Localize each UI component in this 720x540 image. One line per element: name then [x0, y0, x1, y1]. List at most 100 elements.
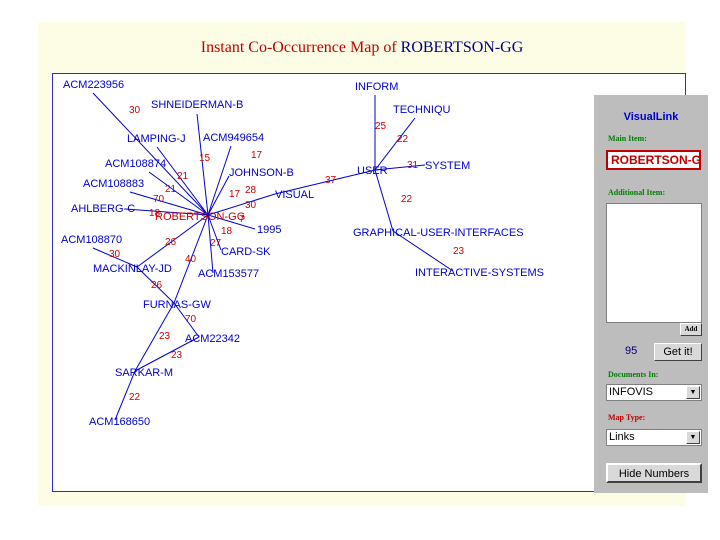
- documents-in-select[interactable]: INFOVIS ▼: [606, 384, 702, 401]
- title-prefix: Instant Co-Occurrence Map of: [200, 39, 401, 56]
- edge-line: [196, 113, 209, 216]
- edge-weight-label: 15: [199, 153, 211, 164]
- node-label[interactable]: SYSTEM: [425, 160, 470, 172]
- node-label[interactable]: ACM108870: [61, 234, 122, 246]
- node-label[interactable]: TECHNIQU: [393, 104, 451, 116]
- node-label[interactable]: GRAPHICAL-USER-INTERFACES: [353, 227, 524, 239]
- edge-weight-label: 28: [245, 185, 257, 196]
- edge-weight-label: 30: [129, 105, 141, 116]
- node-label[interactable]: USER: [357, 165, 388, 177]
- edge-weight-label: 23: [171, 350, 183, 361]
- node-label[interactable]: ACM949654: [203, 132, 264, 144]
- edge-line: [136, 266, 175, 304]
- edge-line: [173, 302, 200, 338]
- edge-weight-label: 30: [109, 249, 121, 260]
- edge-line: [148, 171, 209, 216]
- node-label[interactable]: FURNAS-GW: [143, 299, 211, 311]
- node-label[interactable]: ACM153577: [198, 268, 259, 280]
- node-label[interactable]: INFORM: [355, 81, 398, 93]
- add-button[interactable]: Add: [680, 323, 702, 336]
- edge-line: [392, 230, 454, 272]
- edge-line: [129, 191, 209, 216]
- documents-in-value: INFOVIS: [609, 386, 654, 398]
- edge-weight-label: 7: [239, 214, 245, 225]
- edge-line: [136, 214, 209, 268]
- edge-weight-label: 23: [159, 331, 171, 342]
- edge-line: [92, 92, 209, 216]
- edge-weight-label: 70: [153, 194, 165, 205]
- map-type-select[interactable]: Links ▼: [606, 429, 702, 446]
- edge-weight-label: 21: [177, 171, 189, 182]
- edge-weight-label: 37: [325, 175, 337, 186]
- node-label[interactable]: ACM168650: [89, 416, 150, 428]
- edge-weight-label: 70: [185, 314, 197, 325]
- edge-line: [92, 247, 138, 268]
- hide-numbers-button[interactable]: Hide Numbers: [606, 463, 702, 483]
- edge-line: [114, 370, 136, 421]
- additional-item-label: Additional Item:: [608, 188, 666, 197]
- node-label[interactable]: SARKAR-M: [115, 367, 173, 379]
- edge-line: [207, 214, 222, 251]
- edge-weight-label: 30: [245, 200, 257, 211]
- node-label[interactable]: ACM22342: [185, 333, 240, 345]
- edge-weight-label: 25: [375, 121, 387, 132]
- edge-line: [374, 117, 416, 171]
- dropdown-arrow-icon[interactable]: ▼: [686, 386, 700, 399]
- edge-weight-label: 22: [397, 134, 409, 145]
- edge-weight-label: 18: [149, 208, 161, 219]
- edge-weight-label: 26: [165, 237, 177, 248]
- edge-line: [207, 214, 214, 274]
- edge-weight-label: 17: [251, 150, 263, 161]
- node-label[interactable]: VISUAL: [275, 189, 314, 201]
- main-item-label: Main Item:: [608, 134, 647, 143]
- document-count: 95: [625, 345, 638, 357]
- main-item-field[interactable]: ROBERTSON-G: [606, 150, 701, 170]
- node-label[interactable]: AHLBERG-C: [71, 203, 135, 215]
- edge-line: [274, 169, 376, 195]
- edge-weight-label: 22: [401, 194, 413, 205]
- page-title: Instant Co-Occurrence Map of ROBERTSON-G…: [38, 39, 686, 57]
- center-node-label[interactable]: ROBERTSON-GG: [155, 211, 245, 223]
- node-label[interactable]: ACM223956: [63, 79, 124, 91]
- edge-line: [207, 145, 232, 216]
- node-label[interactable]: 1995: [257, 224, 281, 236]
- map-type-value: Links: [609, 431, 635, 443]
- edge-line: [156, 146, 209, 216]
- edge-line: [124, 208, 209, 216]
- node-label[interactable]: ACM108883: [83, 178, 144, 190]
- additional-item-textarea[interactable]: [606, 203, 702, 323]
- edge-line: [207, 214, 256, 230]
- node-label[interactable]: JOHNSON-B: [229, 167, 294, 179]
- node-label[interactable]: ACM108874: [105, 158, 166, 170]
- visuallink-sidebar: VisualLink Main Item: ROBERTSON-G Additi…: [594, 95, 708, 493]
- app-panel: Instant Co-Occurrence Map of ROBERTSON-G…: [38, 22, 708, 506]
- title-author-name: ROBERTSON-GG: [400, 39, 524, 56]
- edge-weight-label: 22: [129, 392, 141, 403]
- edge-weight-label: 23: [453, 246, 465, 257]
- edge-weight-label: 27: [210, 238, 222, 249]
- edge-line: [374, 169, 394, 232]
- edge-weight-label: 18: [221, 226, 233, 237]
- edge-line: [374, 164, 426, 171]
- documents-in-label: Documents In:: [608, 370, 659, 379]
- edge-line: [173, 214, 209, 304]
- edge-line: [207, 193, 276, 216]
- node-label[interactable]: MACKINLAY-JD: [93, 263, 172, 275]
- edge-weight-label: 40: [185, 254, 197, 265]
- edge-line: [134, 336, 200, 372]
- map-type-label: Map Type:: [608, 413, 646, 422]
- edge-line: [134, 302, 175, 372]
- edge-weight-label: 26: [151, 280, 163, 291]
- edge-line: [207, 175, 230, 216]
- edge-weight-label: 31: [407, 160, 419, 171]
- node-label[interactable]: LAMPING-J: [127, 133, 186, 145]
- node-label[interactable]: INTERACTIVE-SYSTEMS: [415, 267, 544, 279]
- dropdown-arrow-icon[interactable]: ▼: [686, 431, 700, 444]
- sidebar-heading: VisualLink: [623, 111, 679, 123]
- node-label[interactable]: CARD-SK: [221, 246, 271, 258]
- edge-weight-label: 21: [165, 184, 177, 195]
- node-label[interactable]: SHNEIDERMAN-B: [151, 99, 243, 111]
- get-it-button[interactable]: Get it!: [654, 343, 702, 361]
